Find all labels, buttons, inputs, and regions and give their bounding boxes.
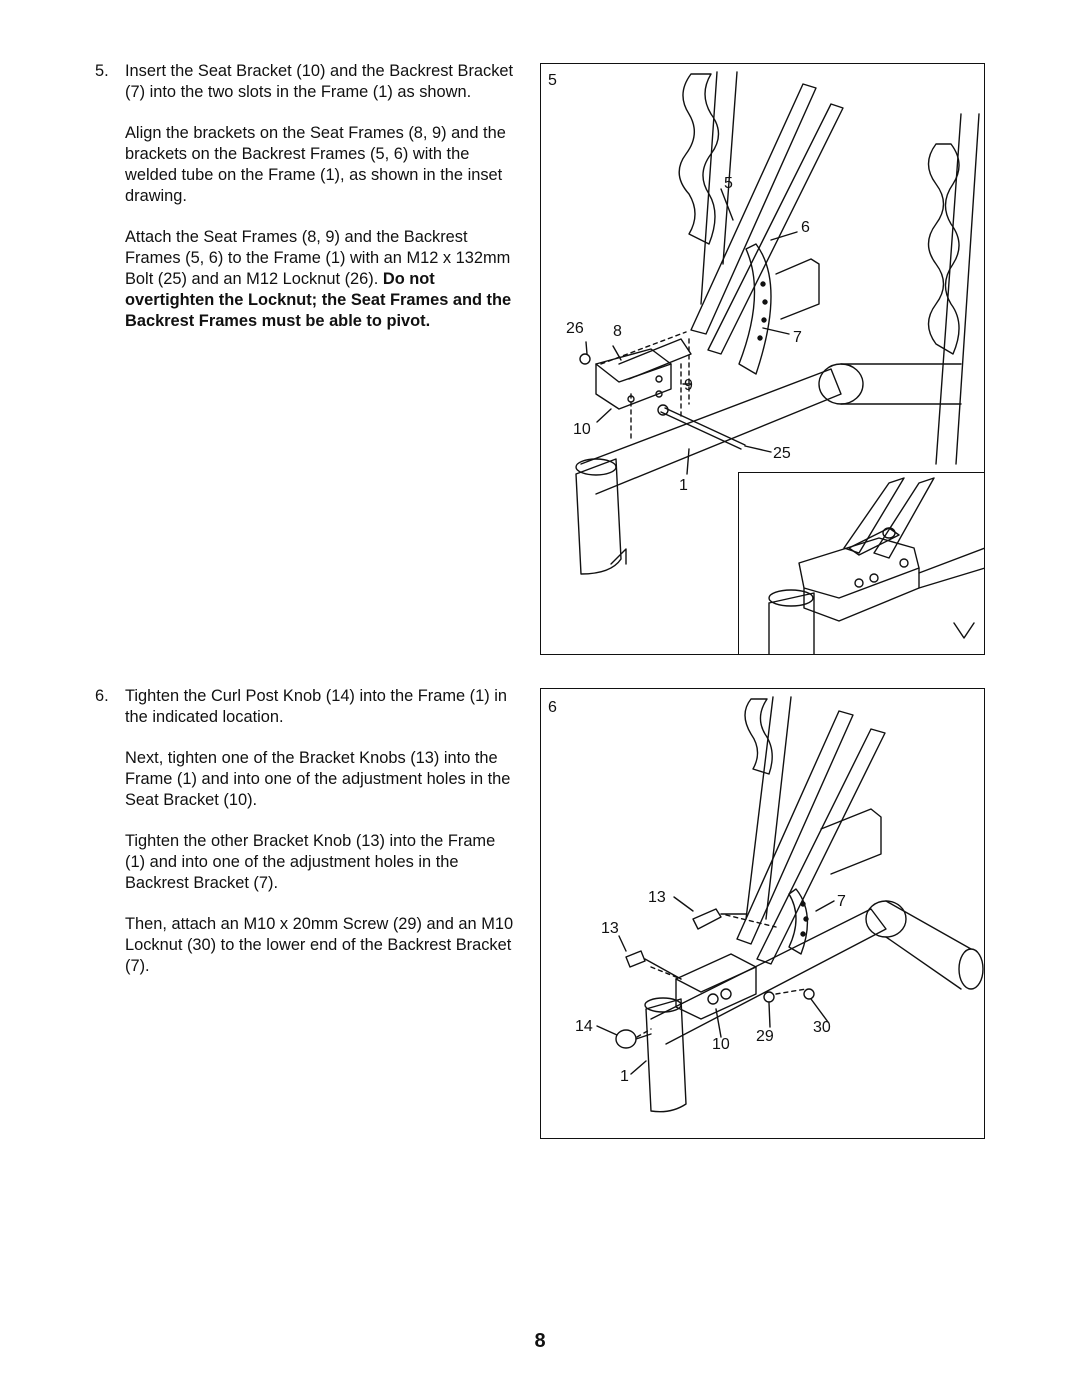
figure-6-assembly-diagram: 6 13 7 13 14 30 10 29 1 [540,688,985,1139]
callout-13-lower: 13 [601,920,619,937]
callout-13-upper: 13 [648,889,666,906]
callout-25: 25 [773,445,791,462]
figure-5-assembly-diagram: 5 5 6 26 8 7 9 10 25 1 [540,63,985,655]
figure-6-drawing [596,696,984,1113]
step-6-number: 6. [95,687,109,705]
figure-6-number: 6 [548,699,557,716]
callout-29: 29 [756,1028,774,1045]
figure-5-drawing [575,71,980,575]
step-6-paragraph-4: Then, attach an M10 x 20mm Screw (29) an… [125,915,514,975]
callout-1: 1 [620,1068,629,1085]
step-5-instructions: 5. Insert the Seat Bracket (10) and the … [95,61,515,352]
step-5-paragraph-2: Align the brackets on the Seat Frames (8… [125,124,506,205]
step-5-warning: Do not overtighten the Locknut; the Seat… [125,270,512,330]
callout-30: 30 [813,1019,831,1036]
step-6-paragraph-2: Next, tighten one of the Bracket Knobs (… [125,749,511,809]
callout-7: 7 [793,329,802,346]
callout-6: 6 [801,219,810,236]
callout-1: 1 [679,477,688,494]
page-number: 8 [534,1330,546,1352]
callout-8: 8 [613,323,622,340]
callout-7: 7 [837,893,846,910]
step-5-paragraph-3-text: Attach the Seat Frames (8, 9) and the Ba… [125,228,511,288]
callout-10: 10 [573,421,591,438]
callout-10: 10 [712,1036,730,1053]
callout-5: 5 [724,175,733,192]
callout-26: 26 [566,320,584,337]
step-6-paragraph-1: Tighten the Curl Post Knob (14) into the… [125,687,508,726]
step-5-paragraph-1: Insert the Seat Bracket (10) and the Bac… [125,62,514,101]
step-6-paragraph-3: Tighten the other Bracket Knob (13) into… [125,832,496,892]
step-5-paragraph-3: Attach the Seat Frames (8, 9) and the Ba… [125,227,515,332]
callout-14: 14 [575,1018,593,1035]
step-5-number: 5. [95,62,109,80]
figure-5-inset-drawing [738,472,984,654]
figure-5-number: 5 [548,72,557,89]
step-6-instructions: 6. Tighten the Curl Post Knob (14) into … [95,686,515,997]
callout-9: 9 [684,377,693,394]
inset-drawing [768,477,984,654]
